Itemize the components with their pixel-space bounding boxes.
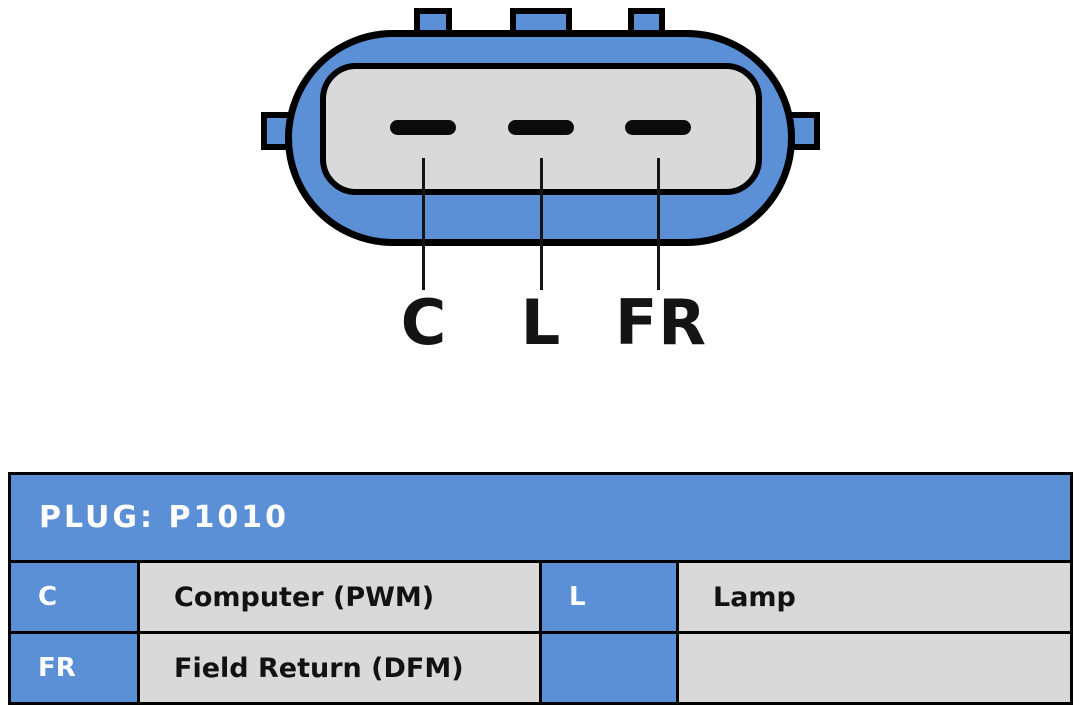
leader-line-c <box>422 158 425 290</box>
pin-label-fr: FR <box>614 286 708 359</box>
pin-desc-empty <box>679 634 1070 702</box>
pin-contact-fr <box>625 120 691 135</box>
pin-label-l: L <box>520 286 562 359</box>
leader-line-fr <box>657 158 660 290</box>
pin-key-c: C <box>11 563 137 631</box>
plug-title: PLUG: P1010 <box>39 500 289 535</box>
plug-pinout-table: PLUG: P1010 C Computer (PWM) L Lamp FR F… <box>8 472 1073 705</box>
plug-table-header: PLUG: P1010 <box>11 475 1070 560</box>
pin-label-c: C <box>400 286 448 359</box>
pin-desc-fr: Field Return (DFM) <box>140 634 539 702</box>
pin-desc-l: Lamp <box>679 563 1070 631</box>
pin-contact-c <box>390 120 456 135</box>
pin-contact-l <box>508 120 574 135</box>
pin-key-fr: FR <box>11 634 137 702</box>
pin-key-empty <box>542 634 676 702</box>
plug-table-body: C Computer (PWM) L Lamp FR Field Return … <box>11 563 1070 702</box>
leader-line-l <box>540 158 543 290</box>
pin-key-l: L <box>542 563 676 631</box>
pin-desc-c: Computer (PWM) <box>140 563 539 631</box>
